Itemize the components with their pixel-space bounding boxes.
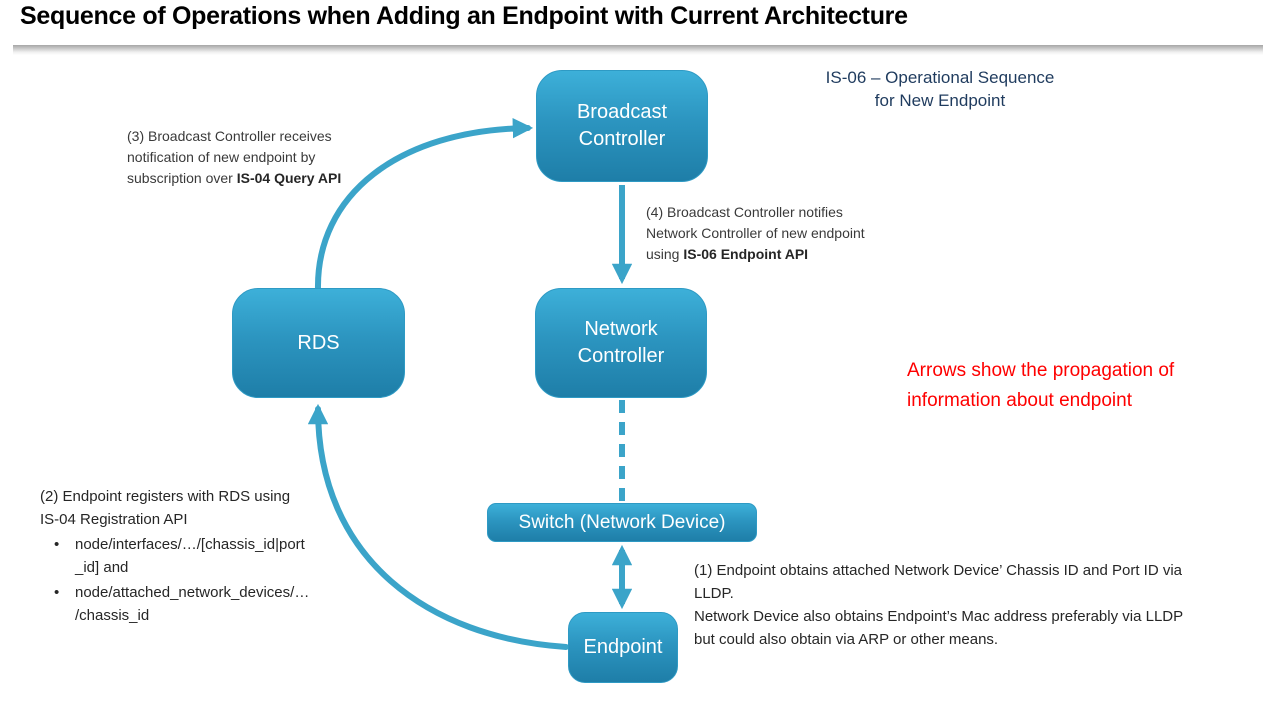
note-step2-header: (2) Endpoint registers with RDS using IS…	[40, 488, 291, 528]
node-broadcast-controller: Broadcast Controller	[536, 70, 708, 182]
note-step1: (1) Endpoint obtains attached Network De…	[694, 562, 1184, 648]
bullet-glyph: •	[54, 584, 60, 601]
title-divider	[13, 45, 1263, 55]
note-step3: (3) Broadcast Controller receives notifi…	[127, 126, 392, 189]
note-step4-api: IS-06 Endpoint API	[683, 246, 809, 262]
list-item: • node/attached_network_devices/… /chass…	[40, 581, 345, 627]
note-step3-api: IS-04 Query API	[236, 170, 342, 186]
bullet-glyph: •	[54, 536, 60, 553]
note-step4: (4) Broadcast Controller notifies Networ…	[646, 202, 911, 265]
note-arrows-legend: Arrows show the propagation of informati…	[907, 360, 1175, 411]
node-switch-network-device: Switch (Network Device)	[487, 503, 757, 542]
note-step2-bullet-list: • node/interfaces/…/[chassis_id|port _id…	[40, 533, 345, 627]
node-rds: RDS	[232, 288, 405, 398]
list-item: • node/interfaces/…/[chassis_id|port _id…	[40, 533, 345, 579]
node-endpoint: Endpoint	[568, 612, 678, 683]
note-step2: (2) Endpoint registers with RDS using IS…	[40, 485, 345, 627]
bullet-text: node/interfaces/…/[chassis_id|port _id] …	[75, 536, 305, 576]
node-network-controller: Network Controller	[535, 288, 707, 398]
note-step4-text: (4) Broadcast Controller notifies Networ…	[646, 204, 865, 262]
slide-title: Sequence of Operations when Adding an En…	[20, 2, 908, 30]
is06-sequence-caption: IS-06 – Operational Sequence for New End…	[825, 68, 1055, 110]
note-step3-text: (3) Broadcast Controller receives notifi…	[127, 128, 332, 186]
bullet-text: node/attached_network_devices/… /chassis…	[75, 584, 310, 624]
